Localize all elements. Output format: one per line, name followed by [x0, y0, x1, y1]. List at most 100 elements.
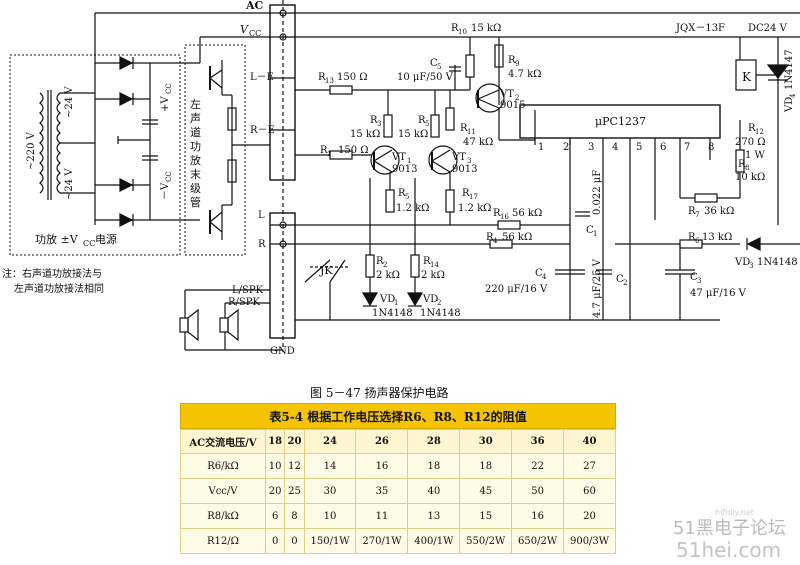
label-24v-b: ~24 V — [64, 168, 75, 200]
label-r14-sub: 14 — [430, 261, 439, 269]
label-c3-val: 47 μF/16 V — [690, 288, 747, 299]
table-cell: 20 — [563, 503, 616, 529]
label-c5: C — [430, 58, 438, 69]
component-labels: AC V CC R 10 15 kΩ JQX－13F DC24 V C 5 R … — [2, 0, 798, 357]
label-r9-sub: 9 — [515, 60, 519, 68]
label-r11-sub: 11 — [467, 128, 476, 136]
label-c2: C — [616, 274, 624, 285]
table-cell: 18 — [264, 429, 286, 454]
label-r2-sub: 2 — [383, 261, 387, 269]
label-r8: R — [738, 159, 746, 170]
watermark-line-2: 51hei.com — [676, 538, 782, 562]
label-r3: R — [370, 115, 378, 126]
table-cell: 14 — [303, 453, 357, 479]
label-r16: R — [493, 208, 501, 219]
table-cell: 20 — [264, 478, 286, 504]
label-r12-sub: 12 — [755, 128, 764, 136]
table-cell: 400/1W — [407, 528, 461, 554]
label-vd1: VD — [379, 294, 395, 305]
label-r16-val: 56 kΩ — [512, 208, 542, 219]
table-cell: R12/Ω — [180, 528, 266, 554]
label-r10-sub: 10 — [458, 28, 467, 36]
table-cell: 270/1W — [355, 528, 409, 554]
label-lspk: L/SPK — [232, 285, 264, 296]
label-vt3-sub: 3 — [467, 157, 471, 165]
table-cell: 150/1W — [303, 528, 357, 554]
label-1n4148-a: 1N4148 — [372, 308, 413, 319]
label-r14: R — [423, 256, 431, 267]
label-vcc-sub: CC — [249, 29, 261, 38]
label-c3-sub: 3 — [697, 277, 701, 285]
label-le: L－E — [250, 72, 274, 83]
label-left-amp-6: 级 — [190, 182, 201, 195]
label-r3-val: 15 kΩ — [350, 129, 380, 140]
label-power-sub: CC — [83, 239, 95, 248]
label-pin-2: 2 — [563, 142, 569, 153]
watermark-small: hifidiy.net — [715, 508, 754, 517]
label-r12-val1: 270 Ω — [735, 137, 766, 148]
label-relay-k: K — [742, 70, 752, 84]
label-r7-val: 36 kΩ — [704, 206, 734, 217]
label-vd4-sub: 4 — [789, 93, 797, 98]
connector-strips — [269, 0, 296, 352]
supply-rails — [94, 12, 800, 225]
label-r7: R — [688, 206, 696, 217]
label-r5-sub: 5 — [405, 193, 409, 201]
label-r1-val: 150 Ω — [338, 145, 369, 156]
label-neg-vcc: －V — [160, 182, 171, 200]
label-r13-sub: 13 — [325, 77, 334, 85]
label-r6: R — [688, 232, 696, 243]
label-vd2: VD — [422, 294, 438, 305]
label-r17-val: 1.2 kΩ — [458, 203, 491, 214]
label-r10-val: 15 kΩ — [471, 23, 501, 34]
label-dc24: DC24 V — [748, 23, 788, 34]
label-r2-val: 2 kΩ — [376, 270, 400, 281]
label-l: L — [258, 210, 265, 221]
table-cell: 60 — [563, 478, 616, 504]
label-9015: 9015 — [500, 100, 525, 111]
label-r8-sub: 8 — [745, 164, 749, 172]
label-left-amp-4: 放 — [190, 153, 201, 167]
label-r1: R — [320, 145, 328, 156]
label-24v-a: ~24 V — [64, 86, 75, 118]
table-cell: 40 — [407, 478, 461, 504]
table-cell: Vcc/V — [180, 478, 266, 504]
amplifier-final-stage — [184, 44, 270, 256]
label-c4: C — [535, 268, 543, 279]
label-c2-sub: 2 — [623, 279, 627, 287]
label-1n4148-c: 1N4148 — [757, 257, 798, 268]
label-r5b-sub: 5 — [425, 120, 429, 128]
table-cell: 11 — [355, 503, 409, 529]
table-cell: 8 — [284, 503, 305, 529]
label-r16-sub: 16 — [500, 213, 509, 221]
table-cell: 26 — [355, 429, 409, 454]
label-r7-sub: 7 — [695, 211, 699, 219]
table-title: 表5-4 根据工作电压选择R6、R8、R12的阻值 — [180, 403, 616, 429]
label-left-amp-5: 末 — [190, 167, 201, 181]
label-r17-sub: 17 — [469, 193, 478, 201]
label-jk: JK — [319, 264, 333, 277]
label-vt3: VT — [451, 152, 466, 163]
label-220v: ~220 V — [26, 131, 37, 170]
label-r5b-val: 15 kΩ — [398, 129, 428, 140]
label-c1: C — [586, 225, 594, 236]
label-r10: R — [451, 23, 459, 34]
table-cell: 30 — [459, 429, 513, 454]
label-left-amp-2: 道 — [190, 125, 201, 139]
label-r14-val: 2 kΩ — [421, 270, 445, 281]
table-cell: 20 — [284, 429, 305, 454]
label-vt1-sub: 1 — [407, 157, 411, 165]
label-r9: R — [508, 55, 516, 66]
label-1n4148-b: 1N4148 — [420, 308, 461, 319]
table-cell: AC交流电压/V — [180, 429, 266, 454]
speakers — [179, 289, 283, 351]
table-cell: 50 — [511, 478, 565, 504]
label-vt2-sub: 2 — [515, 94, 519, 102]
table-cell: 16 — [511, 503, 565, 529]
table-cell: 13 — [407, 503, 461, 529]
table-row: Vcc/V 20 25 30 35 40 45 50 60 — [180, 478, 616, 504]
table-cell: 18 — [407, 453, 461, 479]
table-cell: 12 — [284, 453, 305, 479]
label-pos-vcc: +V — [160, 96, 171, 112]
table-cell: 10 — [303, 503, 357, 529]
